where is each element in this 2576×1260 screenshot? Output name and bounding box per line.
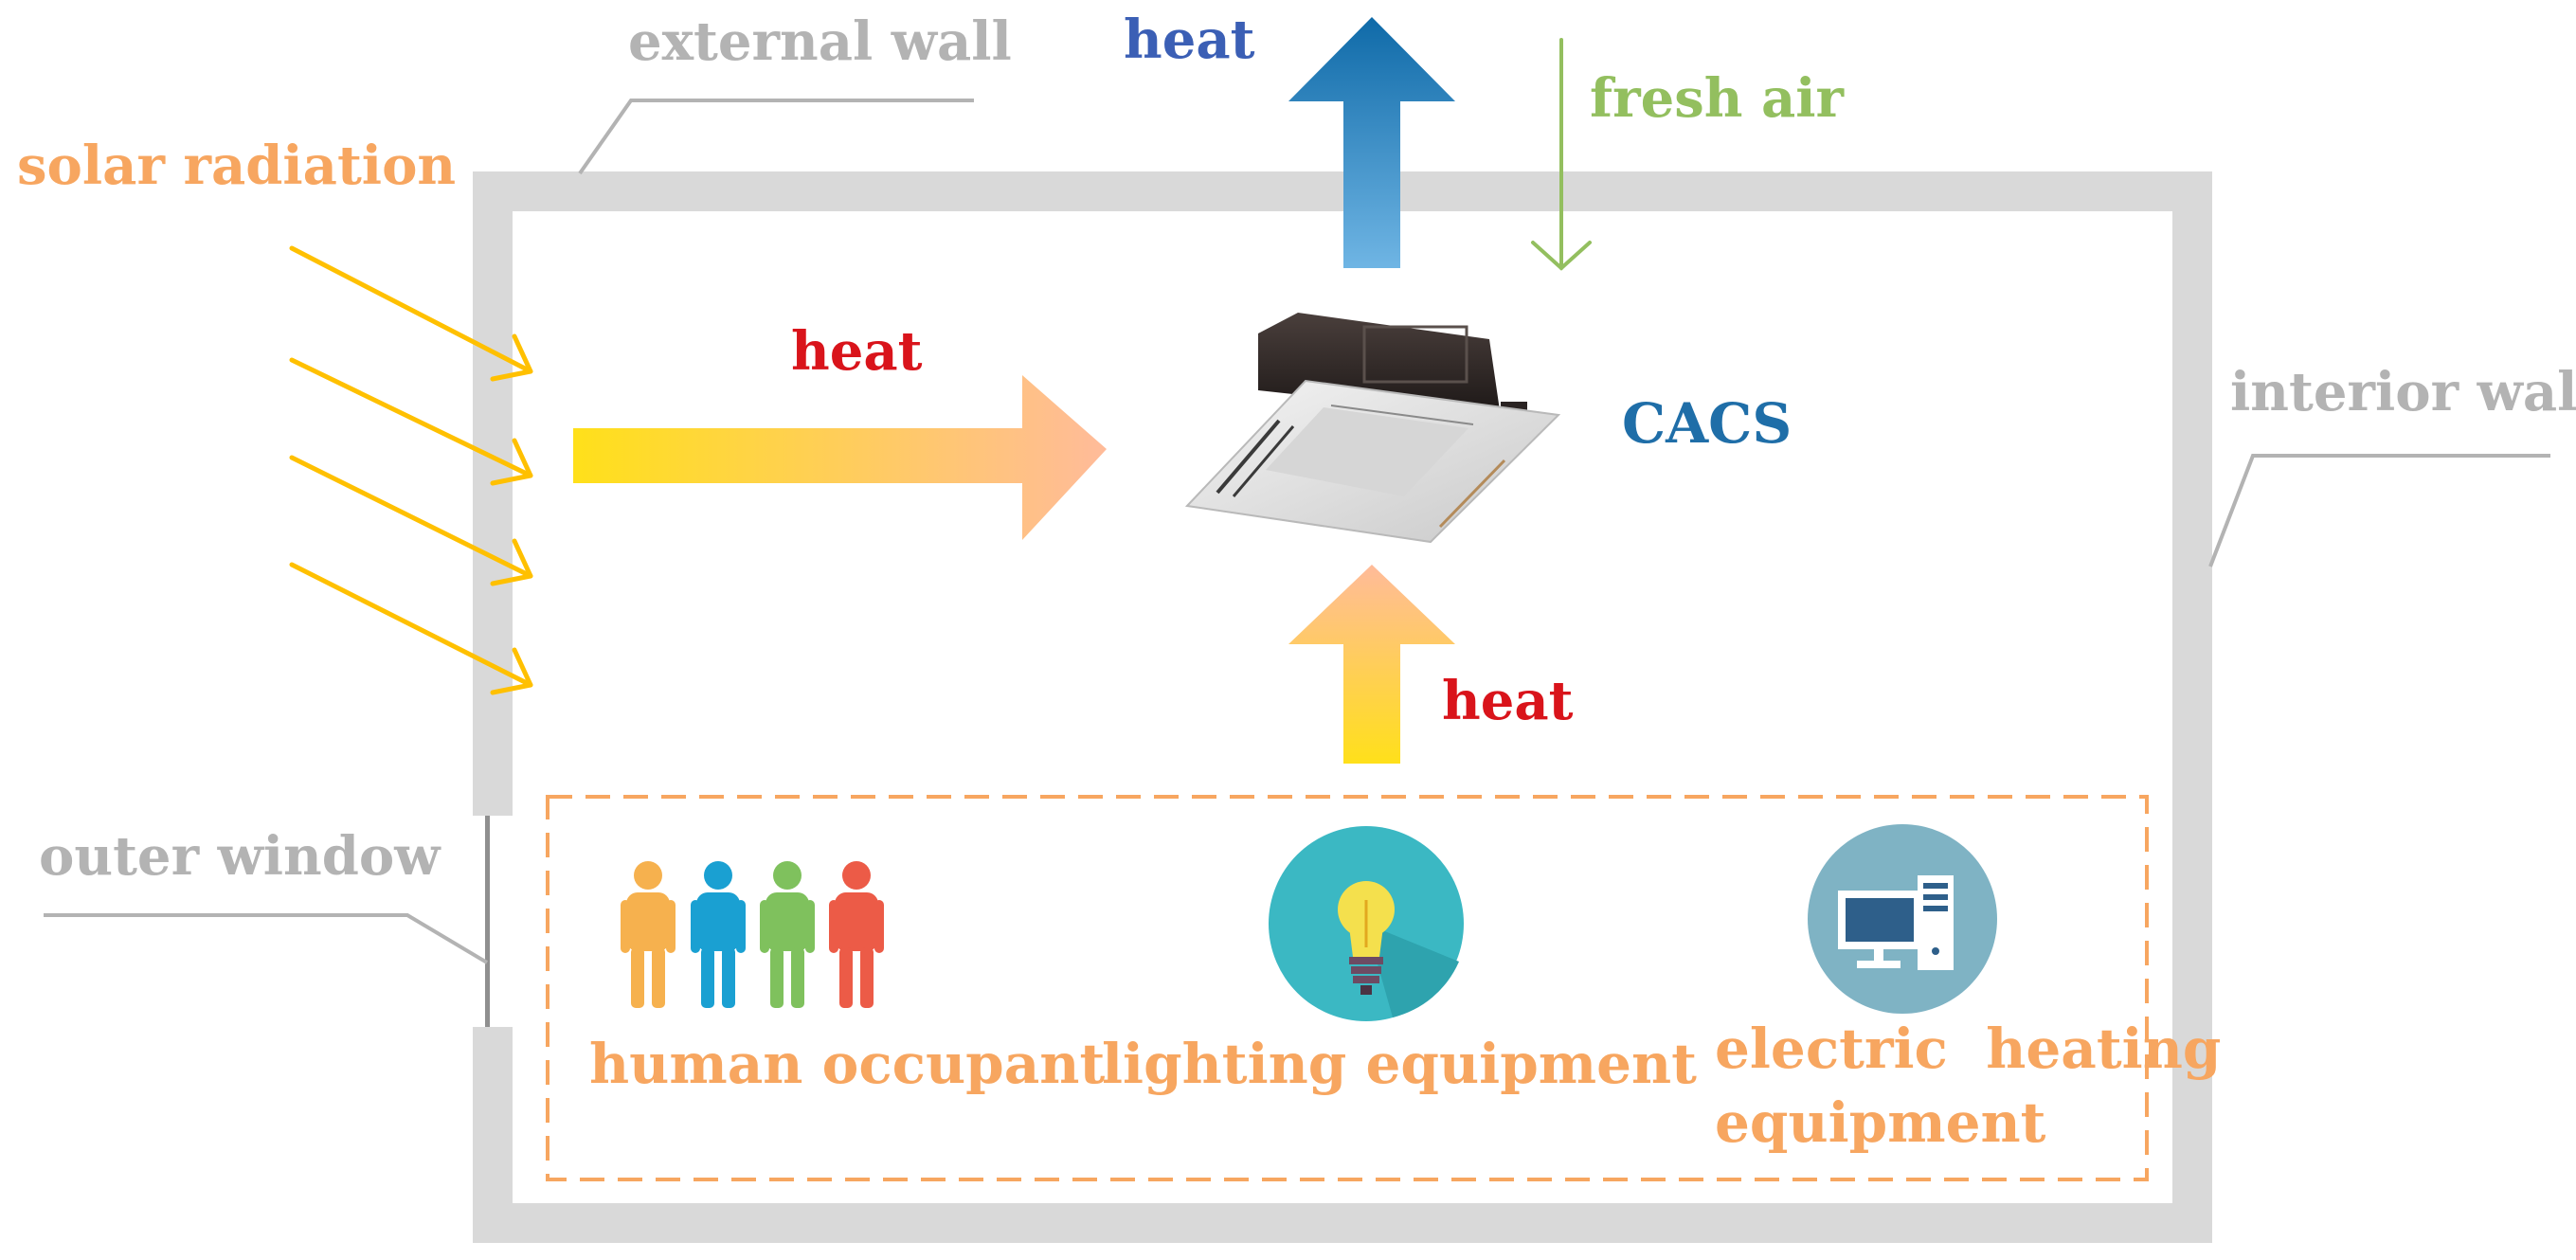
human-occupant-label: human occupant	[589, 1032, 1106, 1096]
leader-lines	[44, 99, 2550, 964]
lighting-equipment-label: lighting equipment	[1102, 1032, 1697, 1096]
interior-wall-label: interior wall	[2230, 361, 2576, 423]
fresh-air-arrow	[1531, 38, 1592, 271]
solar-ray-head	[490, 438, 533, 486]
heat-arrow-right	[573, 375, 1107, 540]
person-icon	[691, 861, 746, 1008]
wall-bottom	[473, 1203, 2212, 1243]
heat-solar-label: heat	[791, 320, 923, 383]
solar-ray	[289, 357, 533, 478]
heat-internal-label: heat	[1442, 670, 1574, 732]
computer-icon	[1808, 824, 1997, 1014]
person-icon	[760, 861, 815, 1008]
solar-radiation-label: solar radiation	[17, 135, 457, 197]
heat-arrow-up-blue	[1288, 17, 1455, 268]
solar-ray	[289, 455, 533, 579]
fresh-air-label: fresh air	[1590, 67, 1845, 130]
building-walls	[473, 171, 2212, 1243]
external-wall-left-upper	[473, 171, 513, 816]
solar-ray	[289, 245, 533, 374]
external-wall-top	[473, 171, 2212, 211]
external-wall-label: external wall	[628, 10, 1012, 73]
interior-wall-leader	[2208, 454, 2550, 567]
solar-ray-head	[490, 647, 533, 695]
heat-sources-box	[546, 795, 2149, 1181]
air-conditioner-icon	[1184, 313, 1561, 544]
solar-ray-head	[490, 333, 533, 382]
person-icon	[621, 861, 676, 1008]
heat-out-label: heat	[1124, 9, 1255, 71]
interior-wall-right	[2172, 171, 2212, 1243]
external-wall-leader	[578, 99, 974, 175]
electric-heating-label: electric heating	[1715, 1017, 2222, 1081]
outer-window-label: outer window	[39, 825, 441, 888]
solar-ray-head	[490, 538, 533, 586]
outer-window	[485, 816, 490, 1027]
cacs-label: CACS	[1622, 391, 1792, 456]
solar-rays	[289, 245, 533, 695]
solar-ray	[289, 562, 533, 688]
person-icon	[621, 861, 884, 1008]
person-icon	[829, 861, 884, 1008]
outer-window-leader	[44, 913, 489, 964]
electric-heating-label-line2: equipment	[1715, 1090, 2046, 1155]
heat-arrow-up-warm	[1288, 565, 1455, 764]
light-bulb-icon	[1269, 826, 1464, 1021]
